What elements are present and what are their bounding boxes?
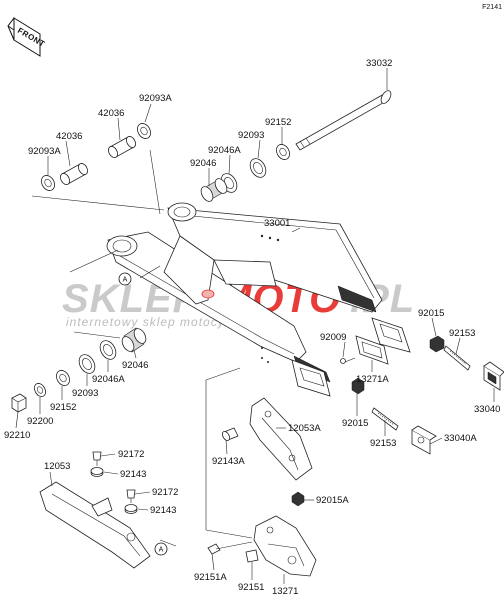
bolt-92151 [245, 549, 259, 563]
bolt-92153-center [371, 407, 399, 431]
part-label: 92046 [122, 360, 148, 371]
swingarm-pivot-shaft [295, 90, 392, 151]
sleeve-42036-lower [60, 163, 88, 185]
screw-92172-a [92, 451, 102, 466]
leader-lines [15, 68, 495, 584]
part-label: 92093 [238, 130, 264, 141]
callout-marker-top: A [118, 272, 132, 286]
part-label: 13271A [356, 374, 389, 385]
seal-92093A-top [137, 123, 151, 139]
part-label: 92172 [118, 449, 144, 460]
adjuster-33040A [411, 425, 437, 455]
plate-13271A [355, 335, 389, 365]
seal-92093-upper [249, 158, 267, 178]
part-label: 92009 [320, 332, 346, 343]
part-label: 42036 [98, 108, 124, 119]
part-label: 92015 [418, 308, 444, 319]
part-label: 33032 [366, 58, 392, 69]
part-label: 92046 [190, 158, 216, 169]
part-label: 92093A [28, 146, 61, 157]
collar-92143A [221, 427, 239, 441]
part-label: 92152 [265, 117, 291, 128]
part-label: 12053A [288, 423, 321, 434]
part-label: 92210 [4, 430, 30, 441]
bearing-92046-lower [121, 327, 147, 353]
part-label: 33040 [474, 404, 500, 415]
part-label: 92046A [208, 145, 241, 156]
swingarm-33001 [106, 202, 411, 397]
part-label: 12053 [44, 461, 70, 472]
callout-letter-bottom: A [159, 547, 164, 554]
part-label: 92153 [370, 438, 396, 449]
collar-92046A-lower [99, 340, 117, 360]
part-number-labels: 33032 92093A 42036 42036 92093A 92152 92… [4, 58, 500, 597]
nut-92015-center [351, 377, 365, 395]
bearing-92046-upper [200, 178, 228, 202]
collar-92143-a [90, 467, 104, 477]
bolt-92009 [340, 357, 356, 364]
screw-92172-b [126, 489, 136, 503]
part-label: 92143A [212, 456, 245, 467]
part-label: 92093 [72, 388, 98, 399]
collar-92143-b [124, 504, 138, 514]
seal-92093-lower [78, 354, 96, 374]
part-label: 92200 [27, 416, 53, 427]
part-label: 33001 [264, 218, 290, 229]
bolt-92151A [207, 541, 253, 555]
nut-92210 [11, 393, 27, 413]
washer-92152-upper [276, 144, 290, 160]
part-label: 92151A [194, 572, 227, 583]
watermark-tagline: internetowy sklep motocyklowy [66, 315, 260, 329]
part-label: 92152 [50, 402, 76, 413]
adjuster-33040 [483, 361, 504, 391]
part-label: 92015A [316, 495, 349, 506]
part-label: 92151 [238, 582, 264, 593]
part-label: 92143 [120, 469, 146, 480]
part-label: 33040A [444, 433, 477, 444]
chain-guide-12053A [249, 397, 313, 481]
part-label: 92093A [139, 93, 172, 104]
part-label: 92143 [150, 505, 176, 516]
bolt-92153-right [443, 345, 471, 371]
front-direction-icon: FRONT [7, 17, 47, 57]
part-label: 13271 [272, 586, 298, 597]
part-label: 42036 [56, 131, 82, 142]
seal-92093A-left [41, 175, 55, 191]
nut-92015-right [429, 335, 445, 353]
sleeve-42036-top [108, 136, 136, 158]
sheet-id: F2141 [482, 4, 502, 11]
nut-92015A [291, 491, 305, 507]
chain-slider-12053 [39, 481, 151, 569]
chain-guide-bracket-13271 [253, 515, 317, 577]
part-label: 92153 [449, 328, 475, 339]
callout-letter-top: A [123, 277, 128, 284]
part-label: 92046A [92, 374, 125, 385]
callout-marker-bottom: A [154, 542, 168, 556]
washer-92152-lower [56, 370, 70, 386]
part-label: 92172 [152, 487, 178, 498]
part-label: 92015 [342, 418, 368, 429]
washer-92200 [34, 383, 46, 397]
